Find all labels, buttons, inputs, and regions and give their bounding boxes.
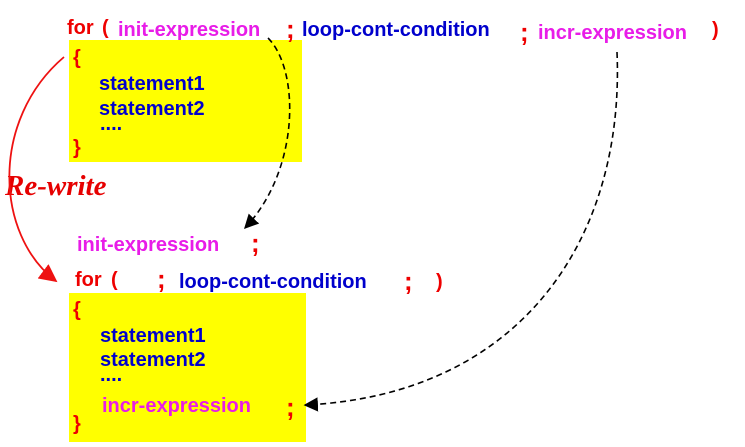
rewritten-incr-semicolon: ; [286, 392, 295, 422]
rewrite-arrow [8, 56, 65, 283]
original-close-paren: ) [712, 19, 719, 41]
rewritten-statement2: statement2 [100, 349, 206, 371]
original-close-brace: } [73, 137, 81, 159]
rewritten-statement1: statement1 [100, 325, 206, 347]
rewritten-close-paren: ) [436, 271, 443, 293]
rewritten-body-box [69, 293, 306, 442]
rewritten-ellipsis: .... [100, 364, 123, 386]
original-statement2: statement2 [99, 98, 205, 120]
original-statement1: statement1 [99, 73, 205, 95]
rewritten-for-keyword: for [75, 269, 102, 291]
original-semicolon-1: ; [286, 14, 295, 44]
rewritten-open-paren: ( [111, 269, 118, 291]
original-loop-cont-condition: loop-cont-condition [302, 19, 490, 41]
incr-move-arrow [303, 51, 619, 412]
rewrite-label: Re-write [5, 170, 107, 202]
rewritten-close-brace: } [73, 413, 81, 435]
rewritten-loop-cont-condition: loop-cont-condition [179, 271, 367, 293]
rewritten-semicolon-2: ; [404, 266, 413, 296]
rewritten-open-brace: { [73, 299, 81, 321]
rewritten-semicolon-1: ; [157, 264, 166, 294]
rewritten-init-expression: init-expression [77, 234, 220, 256]
rewritten-incr-expression: incr-expression [102, 395, 251, 417]
rewritten-init-semicolon: ; [251, 228, 260, 258]
original-for-keyword: for [67, 17, 94, 39]
original-semicolon-2: ; [520, 17, 529, 47]
original-ellipsis: .... [100, 113, 123, 135]
original-init-expression: init-expression [118, 19, 261, 41]
original-open-brace: { [73, 47, 81, 69]
original-incr-expression: incr-expression [538, 22, 687, 44]
original-open-paren: ( [102, 17, 109, 39]
